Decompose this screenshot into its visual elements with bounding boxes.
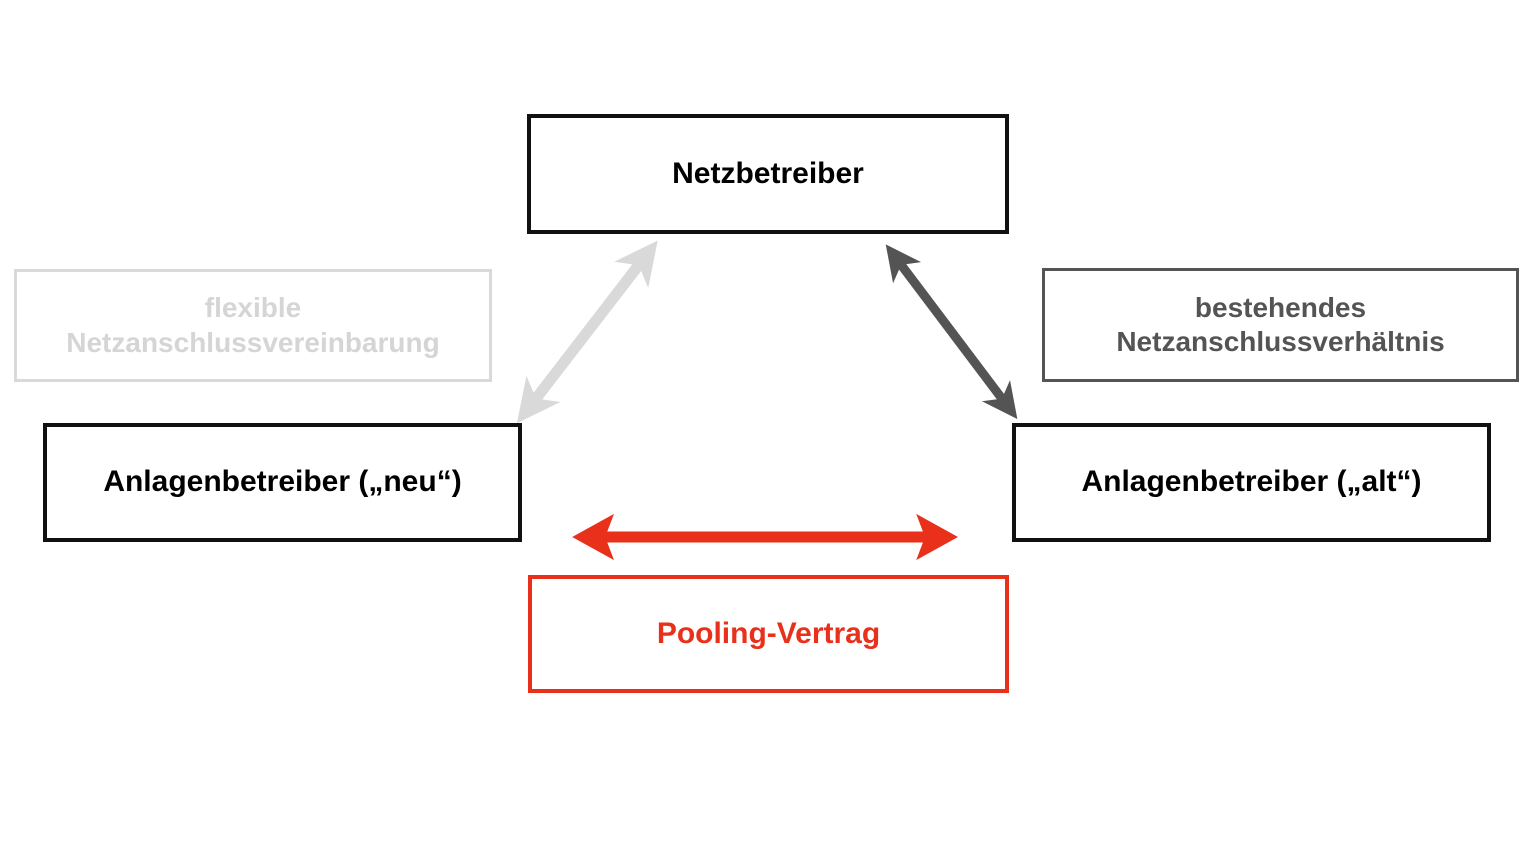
node-operator-old-label: Anlagenbetreiber („alt“) — [1081, 465, 1422, 499]
node-operator-new[interactable]: Anlagenbetreiber („neu“) — [43, 423, 522, 542]
node-operator-new-label: Anlagenbetreiber („neu“) — [103, 465, 462, 499]
node-flexible-agreement[interactable]: flexible Netzanschlussvereinbarung — [14, 269, 492, 382]
node-flexible-agreement-label-line2: Netzanschlussvereinbarung — [66, 326, 440, 358]
node-existing-connection-label-line1: bestehendes — [1194, 291, 1367, 323]
flexible-connection-arrow — [516, 240, 658, 424]
node-grid-operator[interactable]: Netzbetreiber — [527, 114, 1009, 234]
node-flexible-agreement-label: flexible Netzanschlussvereinbarung — [66, 291, 439, 359]
node-existing-connection-label: bestehendes Netzanschlussverhältnis — [1116, 291, 1444, 359]
node-existing-connection[interactable]: bestehendes Netzanschlussverhältnis — [1042, 268, 1519, 382]
node-operator-old[interactable]: Anlagenbetreiber („alt“) — [1012, 423, 1491, 542]
node-flexible-agreement-label-line1: flexible — [204, 292, 302, 324]
existing-connection-arrow — [885, 244, 1018, 420]
node-pooling-contract[interactable]: Pooling-Vertrag — [528, 575, 1009, 693]
node-grid-operator-label: Netzbetreiber — [672, 156, 864, 190]
node-existing-connection-label-line2: Netzanschlussverhältnis — [1116, 326, 1445, 357]
node-pooling-contract-label: Pooling-Vertrag — [656, 616, 881, 650]
